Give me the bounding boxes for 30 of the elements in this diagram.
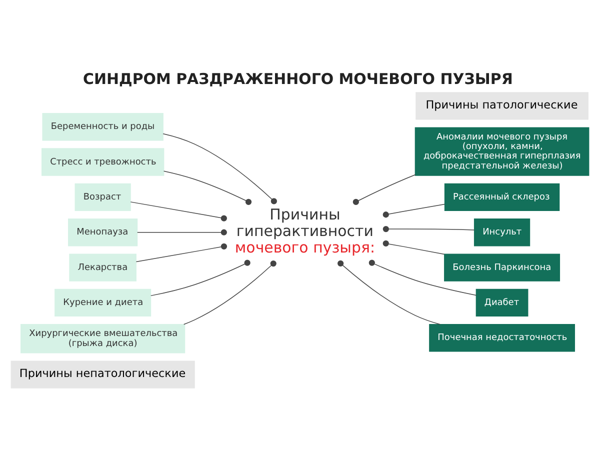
node-text: Причины гиперактивности мочевого пузыря: [234, 206, 375, 257]
node-box: Причины непатологические [10, 360, 195, 388]
connector [382, 240, 445, 255]
node-box: Почечная недостаточность [429, 324, 575, 352]
connector [382, 226, 475, 232]
node-box: Инсульт [474, 218, 530, 246]
connector [382, 204, 445, 218]
connector [338, 260, 441, 325]
connector [150, 260, 250, 296]
node-box: Болезнь Паркинсона [444, 254, 560, 282]
connector [352, 174, 416, 205]
node-box: Причины патологические [416, 92, 588, 120]
connector [162, 133, 277, 204]
node-box: Рассеянный склероз [444, 183, 560, 212]
node-box: Лекарства [69, 254, 136, 282]
connector [163, 170, 252, 205]
node-box: Курение и диета [54, 288, 152, 317]
node-box: Возраст [74, 183, 131, 212]
node-box: Беременность и роды [42, 113, 164, 141]
connector [130, 202, 227, 222]
connector [183, 260, 276, 325]
node-box: Хирургические вмешательства (грыжа диска) [20, 324, 186, 354]
node-box: Стресс и тревожность [41, 148, 164, 176]
connector [136, 243, 228, 262]
node-box: Диабет [476, 288, 528, 317]
diagram-title: СИНДРОМ РАЗДРАЖЕННОГО МОЧЕВОГО ПУЗЫРЯ [83, 70, 513, 88]
node-box: Менопауза [68, 218, 138, 246]
connector [368, 260, 477, 296]
connector [137, 229, 227, 236]
node-box: Аномалии мочевого пузыря (опухоли, камни, доброкачественная гиперплазия предстательной железы) [414, 127, 590, 176]
